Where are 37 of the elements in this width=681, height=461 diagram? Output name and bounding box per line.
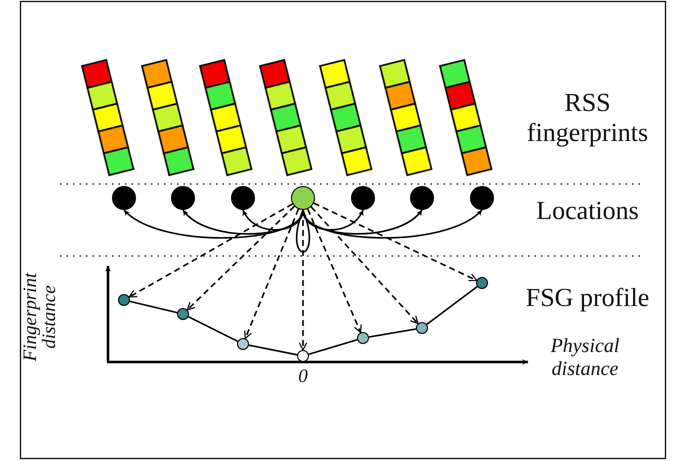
curved-arrow	[242, 210, 304, 231]
location-circle	[171, 186, 195, 210]
profile-point-circle	[357, 332, 369, 344]
dashed-arrow	[186, 206, 295, 310]
dashed-arrow	[307, 208, 362, 334]
profile-point-circle	[476, 277, 488, 289]
location-circle	[470, 186, 494, 210]
profile-point-circle	[297, 350, 309, 362]
connector-line	[248, 344, 298, 356]
profile-point-circle	[416, 322, 428, 334]
connector-line	[188, 316, 238, 342]
location-circle	[231, 186, 255, 210]
profile-point-circle	[118, 294, 130, 306]
connector-line	[426, 286, 478, 326]
connector-line	[296, 210, 310, 252]
row-label: Locations	[535, 196, 640, 226]
connector-line	[368, 328, 416, 338]
connector-line	[130, 300, 178, 314]
curved-arrow	[302, 209, 482, 239]
location-circle	[410, 186, 434, 210]
curved-arrow	[302, 210, 364, 231]
dashed-arrow	[310, 206, 419, 324]
axis-tick-label: 0	[297, 366, 309, 388]
dashed-arrow	[314, 202, 478, 282]
profile-point-circle	[237, 338, 249, 350]
location-circle	[291, 186, 315, 210]
curved-arrow	[302, 209, 423, 235]
row-label: FSG profile	[524, 283, 650, 313]
location-circle	[351, 186, 375, 210]
location-circle	[112, 186, 136, 210]
axis-title: Fingerprint distance	[21, 272, 59, 364]
axis-title: Physical distance	[550, 335, 620, 381]
row-label: RSS fingerprints	[526, 88, 650, 148]
dashed-arrow	[128, 203, 293, 298]
profile-point-circle	[177, 308, 189, 320]
connector-line	[308, 338, 358, 356]
dashed-arrow	[244, 208, 300, 340]
